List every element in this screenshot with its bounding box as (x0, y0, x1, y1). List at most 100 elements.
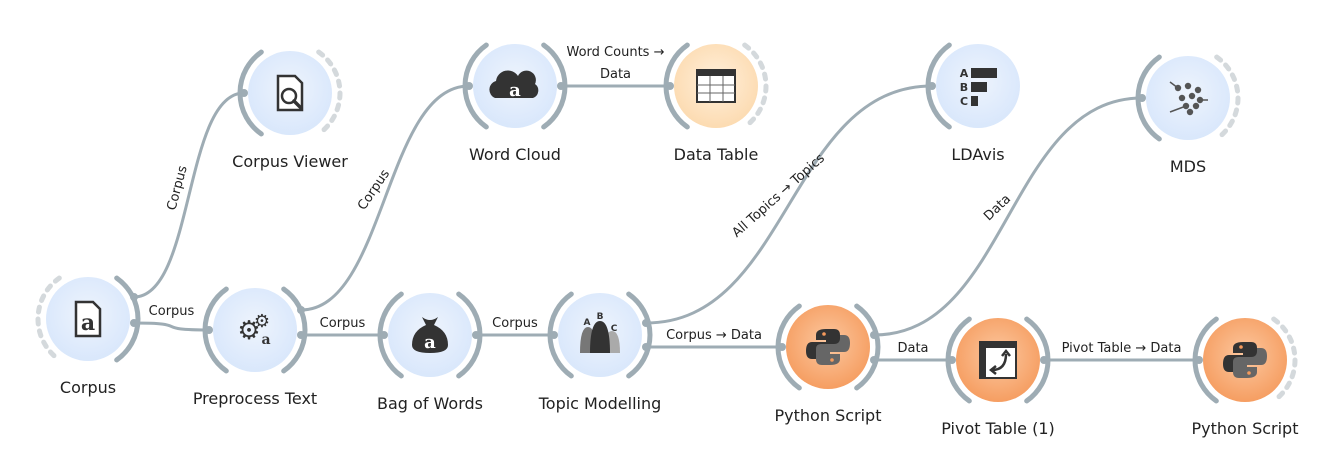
pivot-icon (979, 341, 1017, 379)
link-label: Data (897, 341, 928, 356)
svg-text:⚙: ⚙ (254, 311, 270, 332)
link-preprocess-to-bag-of-words[interactable]: Corpus (297, 316, 388, 339)
node-title[interactable]: Preprocess Text (193, 389, 317, 408)
node-title[interactable]: Python Script (775, 406, 882, 425)
input-channel-anchor[interactable] (377, 291, 404, 379)
output-channel-anchor[interactable] (742, 42, 769, 130)
link-label: Corpus (492, 316, 538, 331)
link-topic-modelling-to-ldavis[interactable]: All Topics → Topics (642, 82, 936, 327)
input-channel-anchor[interactable] (1135, 54, 1162, 142)
link-path[interactable] (133, 91, 245, 299)
link-corpus-to-preprocess[interactable]: Corpus (130, 304, 213, 334)
output-channel-anchor[interactable] (316, 49, 343, 137)
output-channel-anchor[interactable] (456, 291, 483, 379)
node-mds[interactable]: MDS (1135, 54, 1241, 176)
output-channel-anchor[interactable] (1024, 316, 1051, 404)
input-channel-anchor[interactable] (775, 303, 802, 391)
svg-text:B: B (597, 312, 604, 322)
scatter-arrows-icon (1169, 81, 1208, 116)
node-title[interactable]: MDS (1170, 157, 1206, 176)
node-title[interactable]: LDAvis (951, 145, 1004, 164)
input-channel-anchor[interactable] (237, 49, 264, 137)
link-path[interactable] (645, 84, 933, 325)
link-python-script-1-to-mds[interactable]: Data (870, 94, 1146, 339)
link-label: Pivot Table → Data (1062, 341, 1182, 356)
svg-text:a: a (424, 332, 436, 353)
input-channel-anchor[interactable] (925, 42, 952, 130)
node-data-table[interactable]: Data Table (663, 42, 769, 164)
node-ldavis[interactable]: ABC LDAvis (925, 42, 1020, 164)
svg-text:C: C (611, 324, 618, 334)
input-channel-anchor[interactable] (663, 42, 690, 130)
link-label: Corpus (320, 316, 366, 331)
node-title[interactable]: Word Cloud (469, 145, 561, 164)
node-title[interactable]: Topic Modelling (538, 394, 662, 413)
table-icon (696, 69, 736, 103)
node-circle[interactable] (1146, 56, 1230, 140)
link-bag-of-words-to-topic-modelling[interactable]: Corpus (472, 316, 558, 339)
cloud-a-icon: a (489, 70, 539, 101)
link-label-line: Word Counts → (567, 45, 665, 60)
input-channel-anchor[interactable] (547, 291, 574, 379)
document-a-icon: a (74, 300, 102, 338)
python-icon (806, 329, 850, 365)
link-label-line: Data (600, 67, 631, 82)
input-channel-anchor[interactable] (945, 316, 972, 404)
link-topic-modelling-to-python-script-1[interactable]: Corpus → Data (642, 328, 786, 351)
money-bag-a-icon: a (412, 317, 448, 353)
node-python-script-2[interactable]: Python Script (1192, 316, 1299, 438)
svg-text:C: C (960, 95, 968, 108)
input-channel-anchor[interactable] (202, 286, 229, 374)
svg-text:⚙: ⚙ (237, 316, 260, 346)
output-channel-anchor[interactable] (626, 291, 653, 379)
link-corpus-to-corpus-viewer[interactable]: Corpus (130, 89, 248, 301)
output-channel-anchor[interactable] (114, 275, 141, 363)
link-label: All Topics → Topics (729, 151, 828, 241)
bar-chart-abc-icon: ABC (960, 67, 997, 108)
node-circle[interactable] (213, 288, 297, 372)
svg-text:A: A (584, 318, 591, 328)
node-title[interactable]: Corpus (60, 378, 116, 397)
link-label: Corpus → Data (666, 328, 762, 343)
node-topic-modelling[interactable]: ABC Topic Modelling (538, 291, 662, 413)
input-channel-anchor[interactable] (462, 42, 489, 130)
input-channel-anchor[interactable] (35, 275, 62, 363)
node-pivot-table[interactable]: Pivot Table (1) (941, 316, 1055, 438)
link-label: Corpus (149, 304, 195, 319)
node-title[interactable]: Pivot Table (1) (941, 419, 1054, 438)
python-icon (1223, 342, 1267, 378)
node-python-script-1[interactable]: Python Script (775, 303, 882, 425)
output-channel-anchor[interactable] (281, 286, 308, 374)
node-title[interactable]: Bag of Words (377, 394, 483, 413)
link-path[interactable] (133, 321, 210, 332)
link-python-script-1-to-pivot-table[interactable]: Data (870, 341, 956, 364)
link-path[interactable] (873, 96, 1143, 337)
link-label: Data (981, 192, 1014, 224)
node-title[interactable]: Corpus Viewer (232, 152, 348, 171)
svg-text:a: a (261, 332, 270, 348)
document-search-icon (276, 74, 304, 112)
svg-text:B: B (960, 81, 968, 94)
node-corpus-viewer[interactable]: Corpus Viewer (232, 49, 348, 171)
node-title[interactable]: Data Table (674, 145, 759, 164)
output-channel-anchor[interactable] (854, 303, 881, 391)
input-channel-anchor[interactable] (1192, 316, 1219, 404)
link-label: Word Counts → Data (567, 45, 665, 82)
svg-text:A: A (960, 67, 969, 80)
gears-a-icon: ⚙⚙a (237, 311, 270, 348)
link-path[interactable] (300, 84, 470, 312)
svg-text:a: a (509, 80, 521, 101)
link-word-cloud-to-data-table[interactable]: Word Counts → Data (557, 45, 674, 90)
node-title[interactable]: Python Script (1192, 419, 1299, 438)
topic-peaks-icon: ABC (580, 312, 620, 353)
output-channel-anchor[interactable] (1214, 54, 1241, 142)
link-pivot-table-to-python-script-2[interactable]: Pivot Table → Data (1040, 341, 1203, 364)
output-channel-anchor[interactable] (1271, 316, 1298, 404)
output-channel-anchor[interactable] (541, 42, 568, 130)
